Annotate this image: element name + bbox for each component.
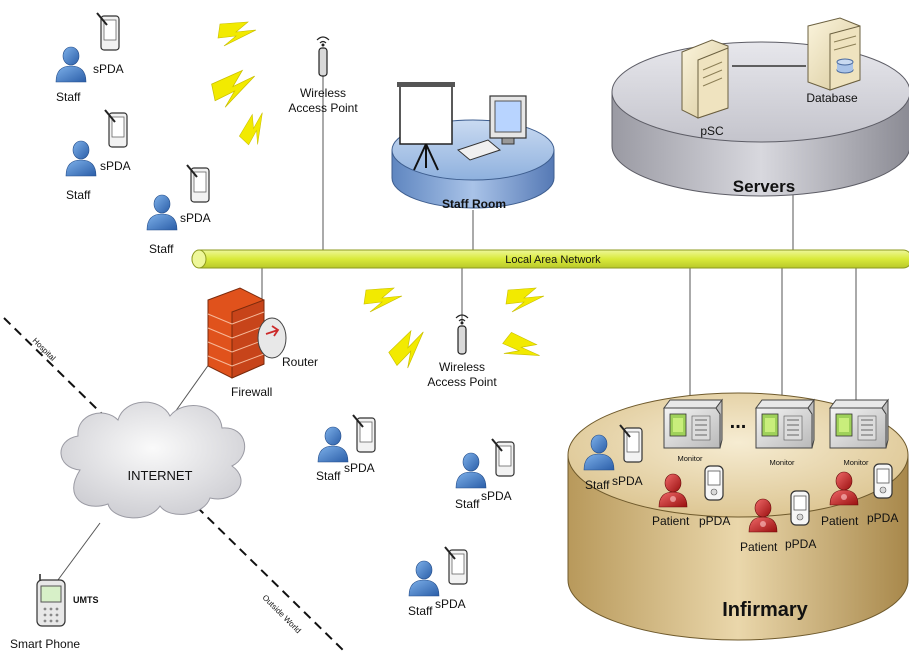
smart-phone-icon — [36, 574, 66, 627]
ppda-1-label: pPDA — [699, 514, 730, 528]
hospital-label: Hospital — [31, 336, 58, 363]
wap-2-line2: Access Point — [427, 375, 497, 389]
infirmary-spda-label: sPDA — [612, 474, 643, 488]
psc-server-icon — [681, 39, 729, 119]
computer-icon — [456, 95, 527, 161]
local-area-network: Local Area Network — [191, 249, 909, 269]
staff-6-label: Staff — [408, 604, 433, 618]
psc-label: pSC — [700, 124, 724, 138]
staff-room-group: Staff Room — [391, 82, 555, 211]
spda-1-label: sPDA — [93, 62, 124, 76]
projector-screen-icon — [397, 82, 455, 171]
wireless-access-point-2: Wireless Access Point — [427, 314, 497, 389]
internet-cloud: INTERNET — [60, 401, 246, 519]
staff-1: Staff sPDA — [55, 12, 124, 104]
staff-4: Staff sPDA — [316, 414, 376, 483]
wireless-access-point-1: Wireless Access Point — [288, 36, 358, 115]
monitor-ellipsis: ... — [730, 411, 747, 433]
infirmary-label: Infirmary — [722, 599, 808, 621]
wap-2-line1: Wireless — [439, 360, 485, 374]
monitor-1-label: Monitor — [677, 454, 703, 463]
patient-3-label: Patient — [821, 514, 859, 528]
patient-1: Patient pPDA — [652, 465, 730, 528]
infirmary-staff: Staff sPDA — [583, 424, 643, 492]
infirmary-group: Infirmary — [567, 392, 909, 641]
staff-3-label: Staff — [149, 242, 174, 256]
patient-1-label: Patient — [652, 514, 690, 528]
staff-6: Staff sPDA — [408, 546, 468, 618]
patient-2: Patient pPDA — [740, 490, 816, 554]
staff-room-label: Staff Room — [442, 197, 506, 211]
staff-5-label: Staff — [455, 497, 480, 511]
wap-1-line2: Access Point — [288, 101, 358, 115]
monitor-1: Monitor — [663, 399, 723, 463]
spda-4-label: sPDA — [344, 461, 375, 475]
outside-world-label: Outside World — [261, 593, 303, 635]
firewall-icon — [207, 287, 265, 379]
database-server-icon — [807, 17, 861, 91]
patient-2-label: Patient — [740, 540, 778, 554]
monitor-2-label: Monitor — [769, 458, 795, 467]
firewall-label: Firewall — [231, 385, 272, 399]
ppda-2-label: pPDA — [785, 537, 816, 551]
lan-label: Local Area Network — [505, 254, 601, 266]
staff-1-label: Staff — [56, 90, 81, 104]
spda-5-label: sPDA — [481, 489, 512, 503]
internet-label: INTERNET — [128, 468, 193, 483]
staff-5: Staff sPDA — [455, 438, 515, 511]
router-label: Router — [282, 355, 318, 369]
smart-phone-label: Smart Phone — [10, 637, 80, 651]
patient-3: Patient pPDA — [821, 463, 898, 528]
hospital-boundary — [3, 317, 346, 653]
monitor-3: Monitor — [829, 399, 889, 467]
staff-2: Staff sPDA — [65, 109, 131, 202]
monitor-3-label: Monitor — [843, 458, 869, 467]
spda-3-label: sPDA — [180, 211, 211, 225]
umts-label: UMTS — [73, 595, 99, 605]
servers-group: pSC Database Servers — [611, 17, 909, 197]
spda-2-label: sPDA — [100, 159, 131, 173]
servers-label: Servers — [733, 177, 795, 196]
staff-2-label: Staff — [66, 188, 91, 202]
staff-3: Staff sPDA — [146, 164, 211, 256]
staff-4-label: Staff — [316, 469, 341, 483]
spda-6-label: sPDA — [435, 597, 466, 611]
ppda-3-label: pPDA — [867, 511, 898, 525]
monitor-2: Monitor — [755, 399, 815, 467]
wap-1-line1: Wireless — [300, 86, 346, 100]
infirmary-staff-label: Staff — [585, 478, 610, 492]
router-icon — [257, 317, 287, 359]
database-label: Database — [806, 91, 858, 105]
